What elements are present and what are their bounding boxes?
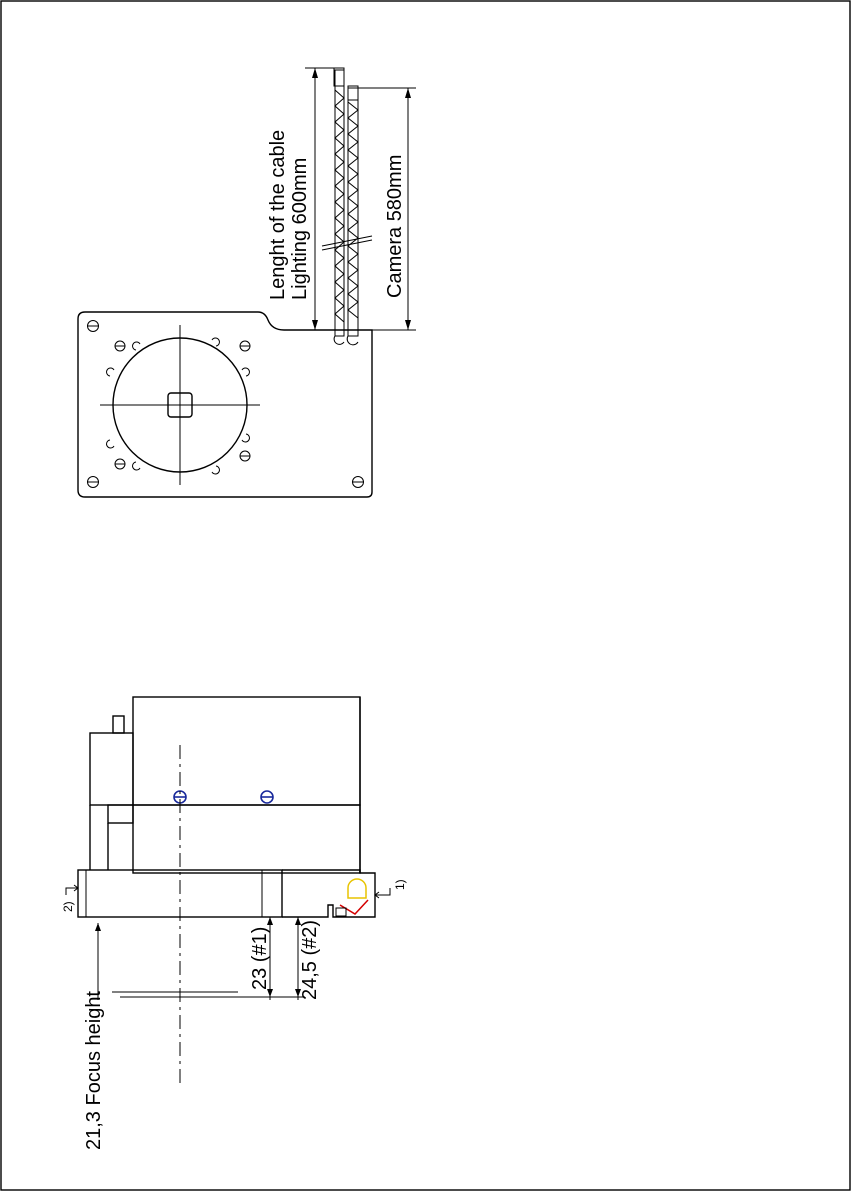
top-view: Lenght of the cable Lighting 600mm Camer… (78, 68, 416, 497)
ring-screw-4 (240, 451, 250, 461)
lighting-length-label: Lighting 600mm (289, 158, 311, 300)
lighting-flange (282, 870, 375, 917)
dimension-24-5-label: 24,5 (#2) (299, 920, 321, 1000)
dimension-23-label: 23 (#1) (249, 927, 271, 990)
plate-screw-bottom-left (87, 477, 99, 488)
reference-arrow-1 (375, 888, 390, 898)
connector-pin (113, 716, 124, 733)
camera-housing-lower (133, 805, 360, 873)
camera-length-label: Camera 580mm (384, 155, 406, 298)
plate-screw-top-left (87, 321, 99, 332)
connector-block (90, 733, 133, 805)
plate-screw-bottom-right (352, 477, 364, 488)
connector-plug (108, 805, 133, 823)
camera-housing-upper (133, 697, 360, 805)
led-indicator (348, 879, 366, 898)
reference-label-2: 2) (61, 901, 75, 912)
housing-screw-2 (261, 791, 273, 803)
focus-height-label: 21,3 Focus height (83, 991, 105, 1150)
ring-screw-2 (115, 459, 125, 469)
reference-label-1: 1) (393, 879, 407, 890)
red-marker (340, 900, 368, 914)
ring-screw-1 (115, 341, 125, 351)
cable-length-label: Lenght of the cable (267, 130, 289, 300)
ring-screw-3 (240, 341, 250, 351)
side-view: 2) 1) 21,3 Focus height 23 (#1) 24,5 (#2… (61, 697, 407, 1150)
cable-bundle (322, 68, 372, 345)
reference-arrow-2 (66, 885, 78, 895)
